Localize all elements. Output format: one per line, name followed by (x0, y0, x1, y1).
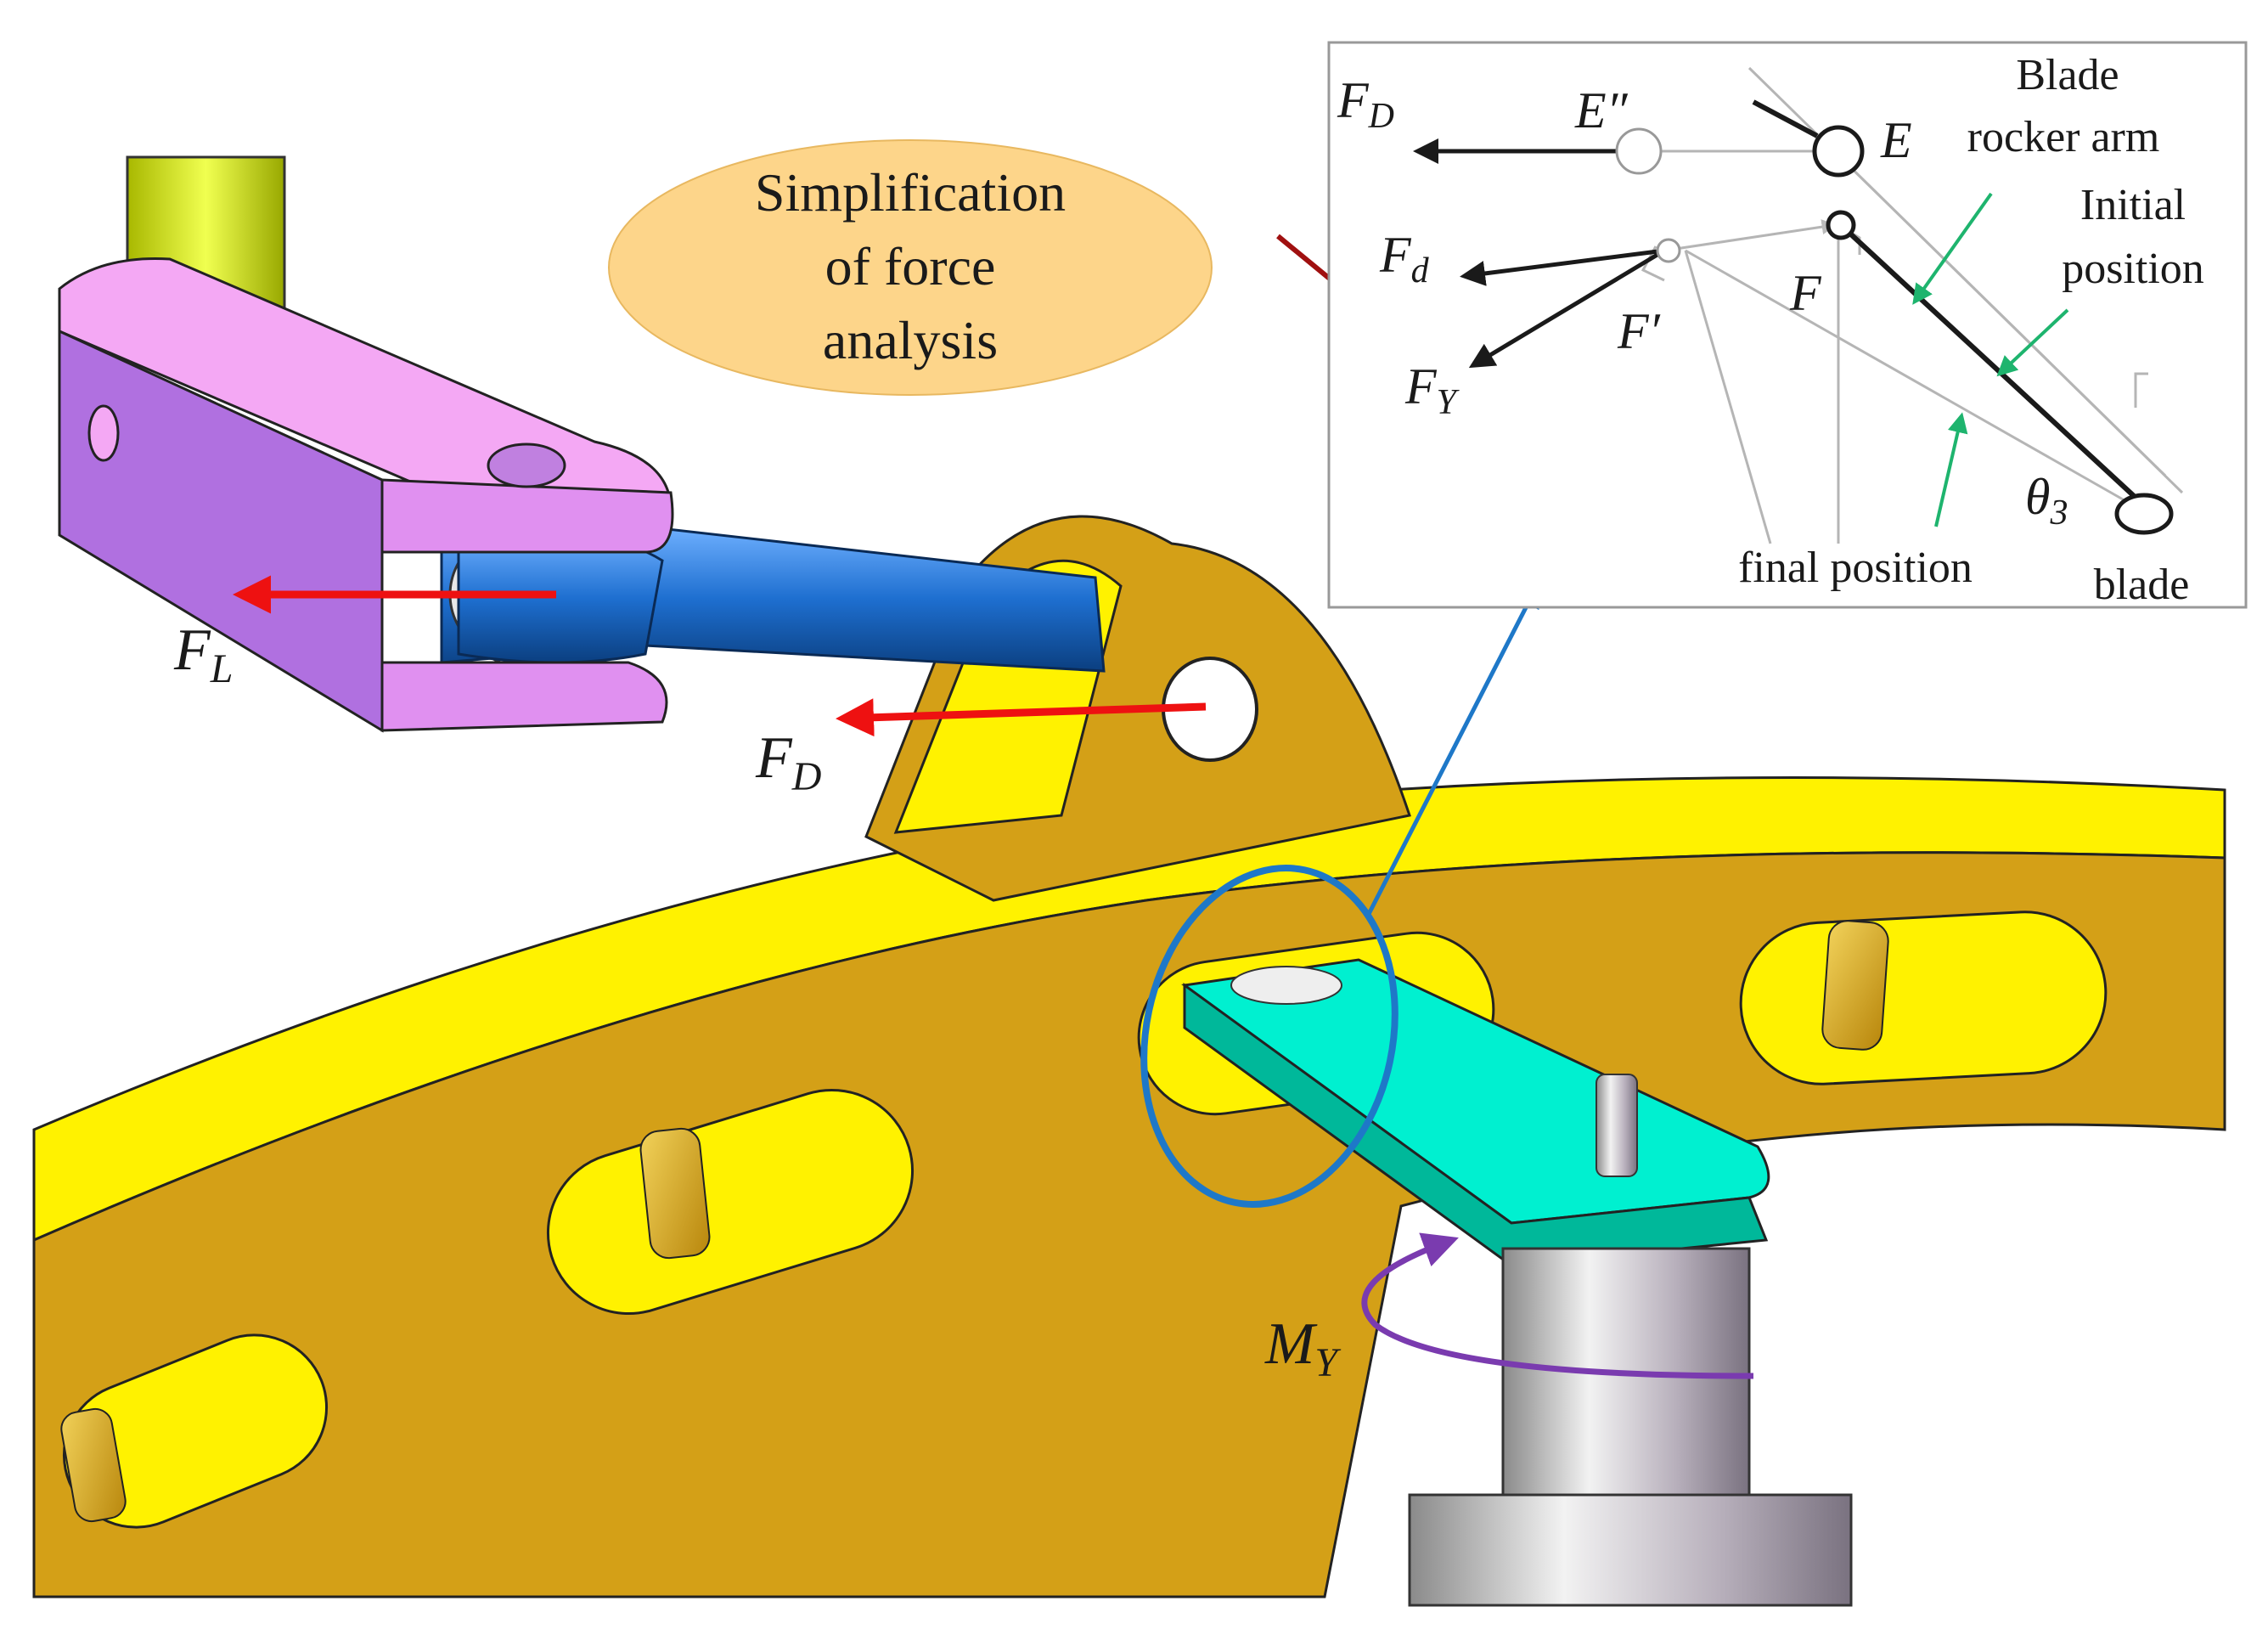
annotation-final-position: final position (1738, 544, 1973, 592)
inset-pointer (1365, 581, 1539, 919)
pointer-final-position (1934, 412, 1968, 527)
inset-label-fy: FY (1404, 358, 1460, 422)
pointer-rocker-arm (1912, 192, 1993, 305)
annotation-blade: blade (2094, 561, 2190, 609)
shaft-upper (1501, 1247, 1751, 1531)
frame-slot (1739, 911, 2108, 1085)
frame-slot (60, 1333, 329, 1529)
label-force-fd: FD (755, 725, 821, 799)
frame-side-face (32, 851, 2226, 1598)
inset-label-fd: FD (1337, 72, 1394, 136)
annotation-initial-position-2: position (2062, 245, 2204, 293)
arm-upper-lug (380, 478, 674, 554)
inset-label-e-double-prime: E″ (1574, 82, 1629, 138)
callout-line-3: analysis (823, 310, 998, 370)
joint-e (1812, 125, 1865, 178)
inset-force-fd-small (1460, 248, 1665, 286)
annotation-blade-rocker-arm-2: rocker arm (1967, 113, 2160, 161)
joint-blade (2114, 493, 2174, 535)
inset-force-fy (1468, 248, 1666, 369)
force-arrow-fd (836, 698, 1207, 737)
shaft-lower (1408, 1493, 1853, 1607)
annotation-blade-rocker-arm-1: Blade (2016, 51, 2119, 99)
label-moment-my: MY (1264, 1311, 1341, 1385)
inset-label-theta3: θ3 (2025, 469, 2068, 533)
joint-e-double-prime (1615, 127, 1663, 175)
label-force-fl: FL (173, 617, 233, 691)
curved-frame (32, 775, 2226, 1598)
annotation-initial-position-1: Initial (2080, 181, 2186, 229)
arm-pin-hole (487, 443, 566, 488)
callout-line-2: of force (825, 236, 996, 296)
drive-arm (58, 257, 674, 733)
rocker-washer (1230, 966, 1342, 1005)
moment-arrow-my (1361, 1232, 1754, 1379)
pivot-highlight-ring (1140, 865, 1399, 1208)
rocker-side-face (1183, 983, 1769, 1267)
inset-label-e: E (1880, 112, 1912, 168)
joint-f (1826, 210, 1856, 240)
pointer-initial-position (1996, 308, 2069, 377)
blade-rocker-arm (1181, 958, 1770, 1267)
blade-shaft (1408, 1247, 1853, 1607)
inset-label-f: F (1789, 265, 1822, 321)
inset-label-fd-small: Fd (1379, 227, 1430, 290)
frame-slot (546, 1088, 915, 1316)
callout-line-1: Simplification (755, 162, 1066, 223)
force-analysis-inset: FD Fd FY E″ E F F′ θ3 Blade rocker arm I… (1327, 41, 2248, 609)
arm-side-hole (87, 404, 120, 462)
joint-f-prime (1656, 238, 1681, 263)
inset-frame (1327, 41, 2248, 609)
simplification-callout: Simplification of force analysis (608, 139, 1213, 396)
inset-label-f-prime: F′ (1617, 303, 1661, 359)
arm-lower-lug (380, 661, 668, 732)
rocker-pin (1595, 1074, 1638, 1177)
